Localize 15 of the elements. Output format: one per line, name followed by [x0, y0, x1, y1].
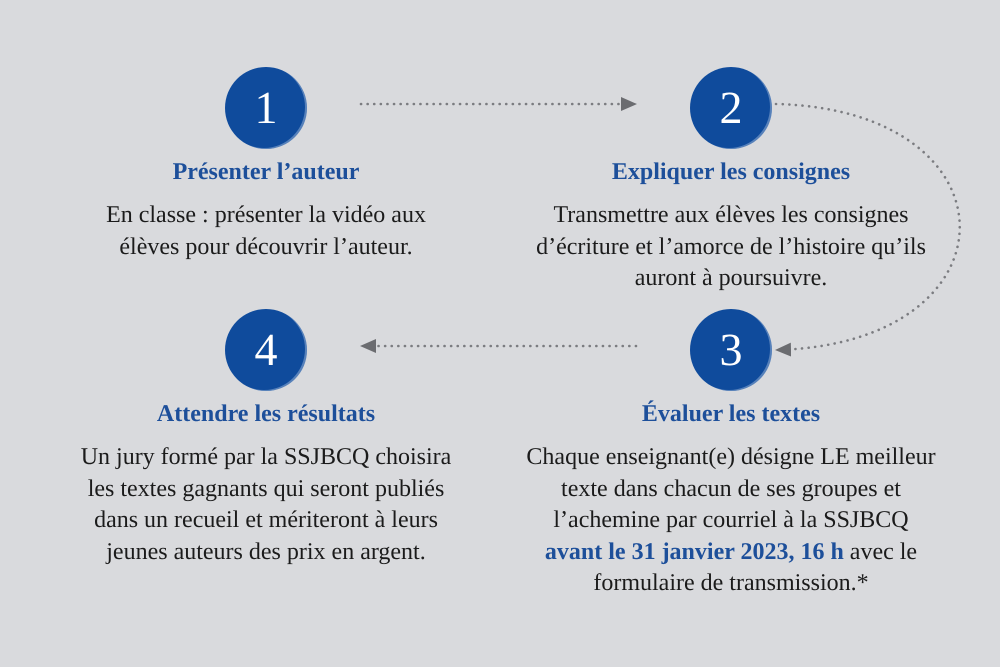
step-title: Attendre les résultats [156, 401, 376, 428]
step-title: Expliquer les consignes [612, 159, 850, 186]
step-description: Transmettre aux élèves les consignes d’écriture et l’amorce de l’histoire qu’ils auront à poursuivre. [535, 201, 927, 294]
step-description: Chaque enseignant(e) désigne LE meilleur texte dans chacun de ses groupes et l’achemine par courriel à la SSJBCQ avant le 31 janvier 2023, 16 h avec le formulaire de transmission.* [526, 443, 936, 598]
dotted-arrow [774, 102, 962, 356]
step-title: Évaluer les textes [642, 401, 820, 428]
step-description: En classe : présenter la vidéo aux élèves pour découvrir l’auteur. [105, 201, 427, 262]
step-title: Présenter l’auteur [172, 159, 360, 186]
step-description: Un jury formé par la SSJBCQ choisira les textes gagnants qui seront publiés dans un recueil et mériteront à leurs jeunes auteurs des prix en argent. [80, 443, 452, 567]
dotted-arrow [360, 97, 638, 111]
step-number-circle: 4 [225, 309, 307, 391]
step-number-circle: 2 [690, 67, 772, 149]
dotted-arrow [360, 339, 638, 353]
step-number-circle: 1 [225, 67, 307, 149]
step-number-circle: 3 [690, 309, 772, 391]
